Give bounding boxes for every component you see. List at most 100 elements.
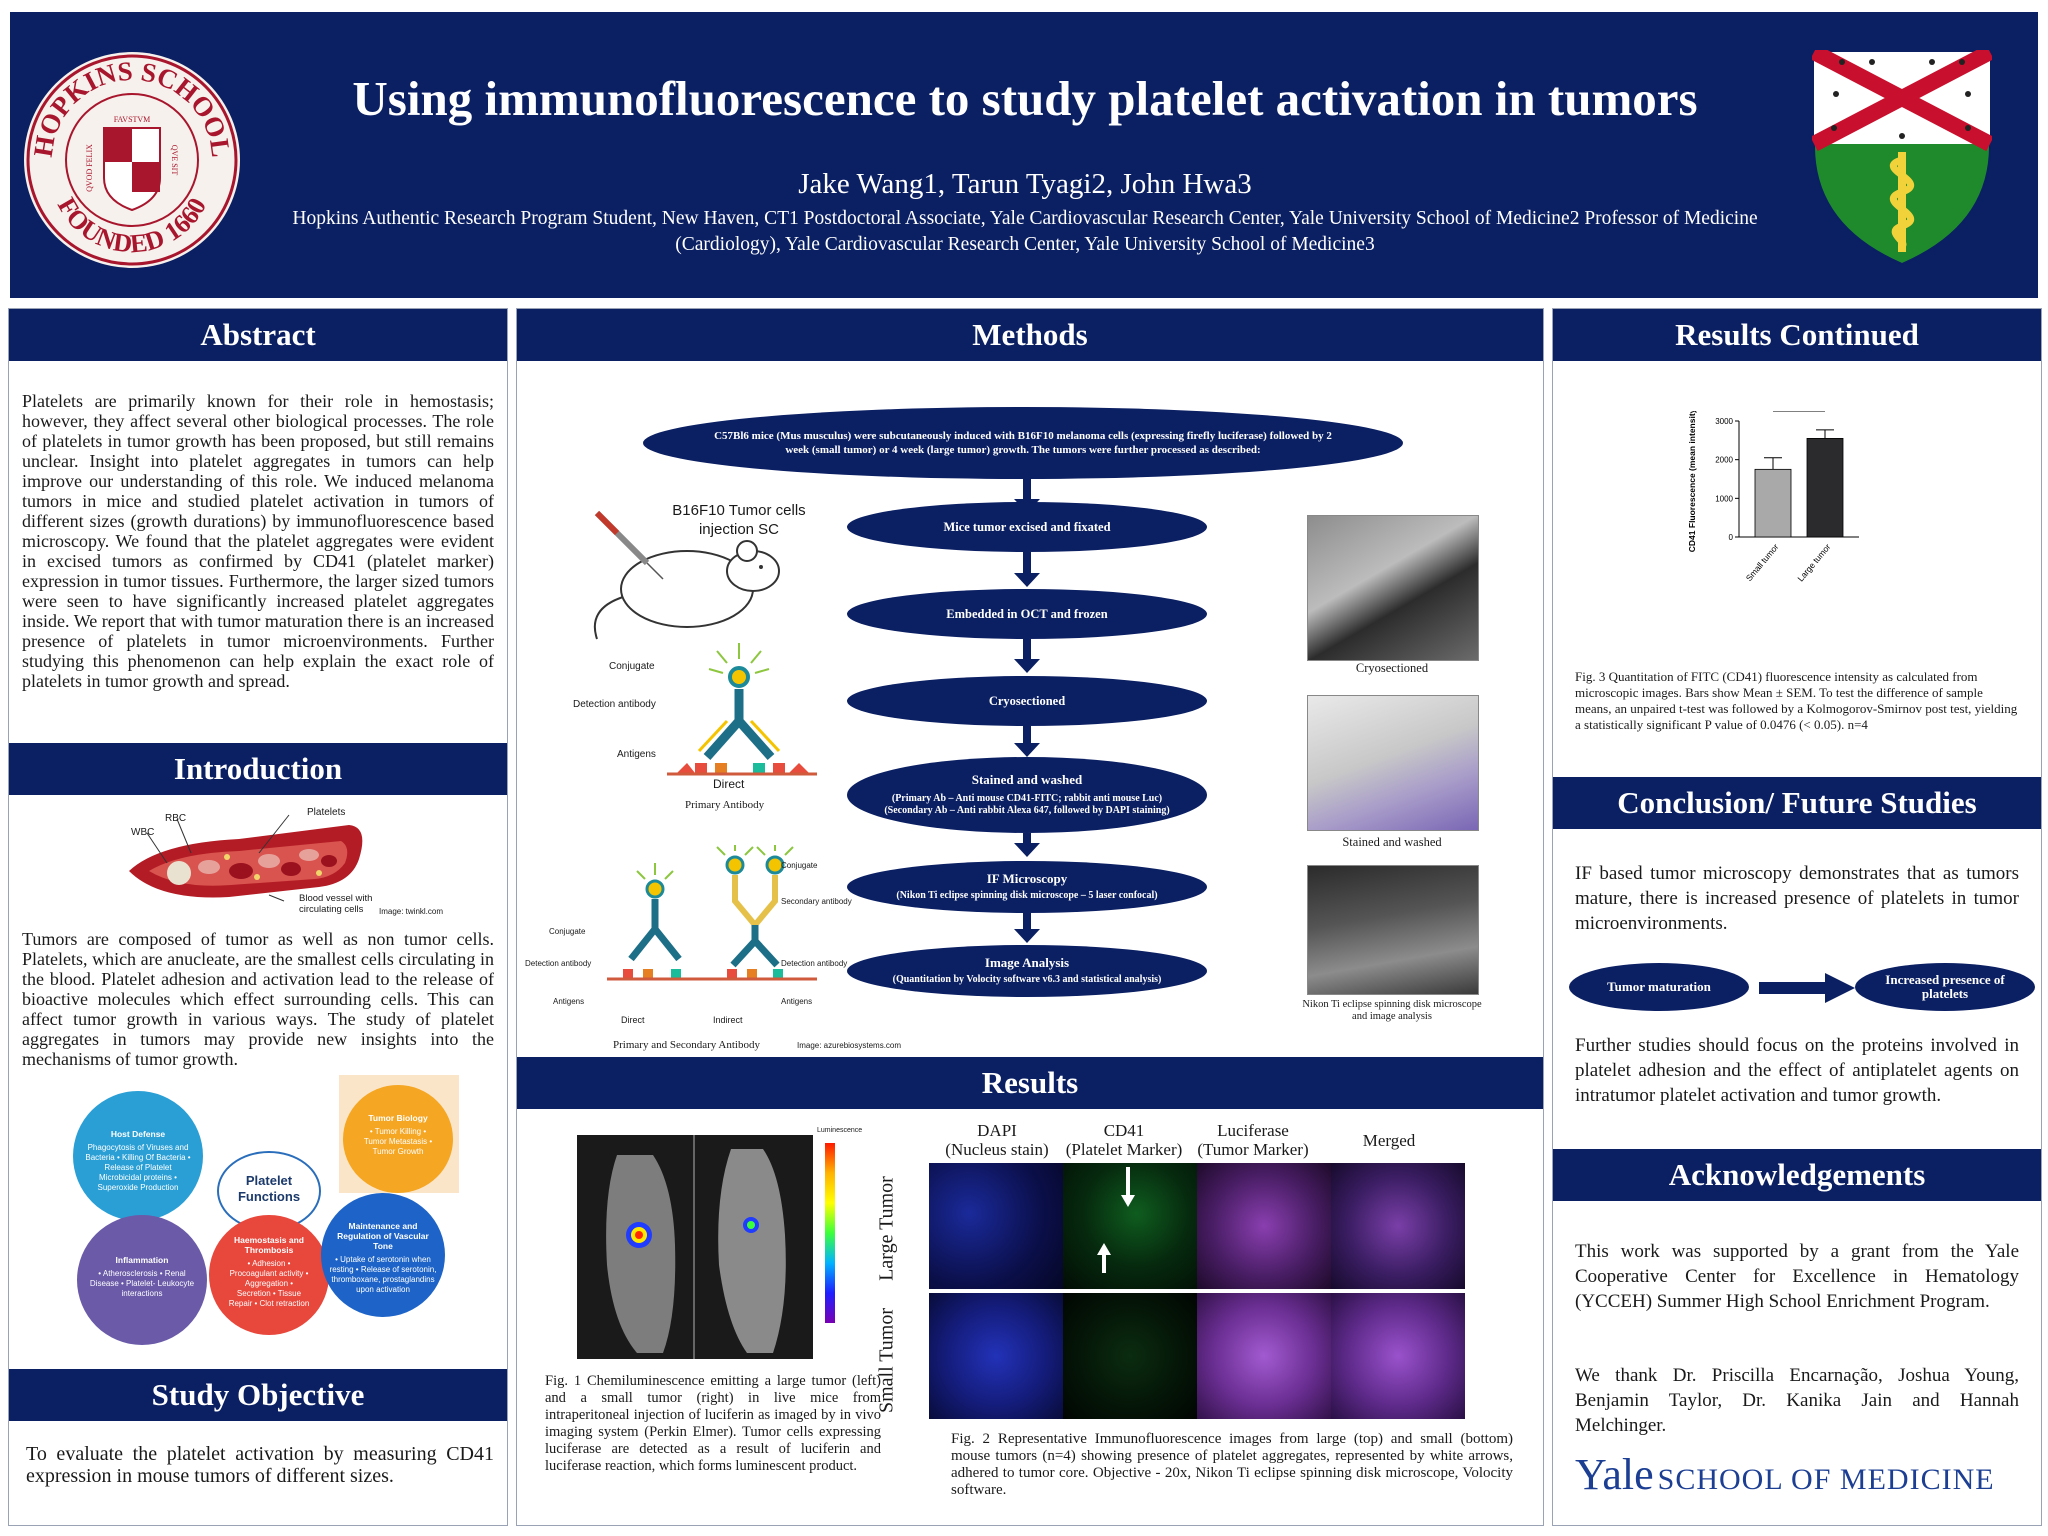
poster-title: Using immunofluorescence to study platel…: [352, 71, 1698, 126]
acknowledgements-heading: Acknowledgements: [1553, 1149, 2041, 1201]
flow-arrow-icon: [1014, 743, 1040, 757]
fig1-live-imaging: [577, 1135, 813, 1359]
flow-arrow-icon: [1014, 929, 1040, 943]
label-indirect-detection-right: Detection antibody: [781, 959, 848, 968]
results-continued-heading: Results Continued: [1553, 309, 2041, 361]
methods-step-stain: Stained and washed (Primary Ab – Anti mo…: [847, 757, 1207, 833]
acknowledgements-text-1: This work was supported by a grant from …: [1575, 1241, 2019, 1312]
caption-microscope: Nikon Ti eclipse spinning disk microscop…: [1302, 999, 1482, 1022]
abstract-text: Platelets are primarily known for their …: [22, 391, 494, 691]
white-arrow-icon: [1121, 1167, 1135, 1209]
results-heading: Results: [517, 1057, 1543, 1109]
label-indirect-conjugate-left: Conjugate: [549, 927, 586, 936]
label-primary-secondary-antibody: Primary and Secondary Antibody: [613, 1039, 760, 1051]
arrow-stem: [1023, 833, 1031, 845]
middle-column: Methods C57Bl6 mice (Mus musculus) were …: [516, 308, 1544, 1526]
bubble-tumor-biology: Tumor Biology • Tumor Killing • Tumor Me…: [343, 1085, 453, 1193]
micro-large-luciferase: [1197, 1163, 1331, 1289]
label-platelets: Platelets: [307, 807, 346, 818]
label-primary-antibody: Primary Antibody: [685, 799, 765, 811]
y-tick-label: 2000: [1715, 456, 1733, 465]
introduction-heading: Introduction: [9, 743, 507, 795]
flow-increased-platelets: Increased presence of platelets: [1855, 963, 2035, 1011]
photo-microscope: [1307, 865, 1479, 995]
introduction-text: Tumors are composed of tumor as well as …: [22, 929, 494, 1069]
label-indirect-direct: Direct: [621, 1015, 645, 1025]
conclusion-text-1: IF based tumor microscopy demonstrates t…: [1575, 863, 2019, 934]
fig3-caption: Fig. 3 Quantitation of FITC (CD41) fluor…: [1575, 669, 2018, 732]
methods-step-embed: Embedded in OCT and frozen: [847, 589, 1207, 639]
svg-text:QVE SIT: QVE SIT: [170, 145, 179, 176]
label-wbc: WBC: [131, 827, 155, 838]
fig2-col-header-luciferase: Luciferase(Tumor Marker): [1197, 1121, 1309, 1159]
study-objective-text: To evaluate the platelet activation by m…: [26, 1443, 494, 1487]
conclusion-text-2: Further studies should focus on the prot…: [1575, 1035, 2019, 1106]
bar-small-tumor: [1754, 468, 1792, 538]
micro-small-dapi: [929, 1293, 1063, 1419]
arrow-stem: [1023, 726, 1031, 746]
label-indirect-conjugate-top: Conjugate: [781, 861, 818, 870]
header-banner: [10, 12, 2038, 298]
flow-tumor-maturation: Tumor maturation: [1569, 963, 1749, 1011]
arrow-stem: [1023, 479, 1031, 501]
fig2-row-label-large: Large Tumor: [875, 1176, 898, 1281]
bubble-inflammation: Inflammation • Atherosclerosis • Renal D…: [77, 1215, 207, 1345]
label-rbc: RBC: [165, 813, 187, 824]
methods-intro-oval: C57Bl6 mice (Mus musculus) were subcutan…: [643, 407, 1403, 479]
fig2-col-header-cd41: CD41(Platelet Marker): [1065, 1121, 1183, 1159]
abstract-heading: Abstract: [9, 309, 507, 361]
label-indirect-antigens-right: Antigens: [781, 997, 813, 1006]
y-tick-label: 0: [1729, 533, 1734, 542]
y-axis-label: CD41 Fluorescence (mean intensity): [1687, 411, 1697, 552]
left-column: Abstract Platelets are primarily known f…: [8, 308, 508, 1526]
white-arrow-icon: [1097, 1243, 1111, 1273]
yale-school-of-medicine-logo: Yale SCHOOL OF MEDICINE: [1575, 1450, 1995, 1499]
bar-large-tumor: [1806, 437, 1844, 538]
label-indirect-detection-left: Detection antibody: [525, 959, 592, 968]
luminescence-scale-bar: [825, 1143, 835, 1323]
indirect-antibody-illustration: [567, 841, 867, 1005]
flow-arrow-icon: [1014, 659, 1040, 673]
label-mouse-injection: B16F10 Tumor cells injection SC: [672, 502, 806, 538]
blood-vessel-illustration: [119, 803, 419, 913]
poster-affiliations: Hopkins Authentic Research Program Stude…: [292, 208, 1758, 255]
flow-arrow-icon: [1014, 573, 1040, 587]
svg-text:FAVSTVM: FAVSTVM: [114, 115, 151, 124]
svg-text:QVOD FELIX: QVOD FELIX: [85, 144, 94, 192]
x-tick-label: Small tumor: [1744, 542, 1781, 583]
label-indirect-secondary: Secondary antibody: [781, 897, 852, 906]
bubble-vascular-tone: Maintenance and Regulation of Vascular T…: [321, 1193, 445, 1317]
platelet-functions-diagram: Host Defense Phagocytosis of Viruses and…: [59, 1075, 459, 1365]
methods-step-cryosection: Cryosectioned: [847, 676, 1207, 726]
label-direct: Direct: [713, 777, 745, 791]
label-blood-vessel: Blood vessel with circulating cells: [299, 893, 373, 915]
bubble-host-defense: Host Defense Phagocytosis of Viruses and…: [73, 1091, 203, 1221]
study-objective-heading: Study Objective: [9, 1369, 507, 1421]
acknowledgements-text-2: We thank Dr. Priscilla Encarnação, Joshu…: [1575, 1365, 2019, 1436]
methods-step-analysis: Image Analysis (Quantitation by Volocity…: [847, 945, 1207, 997]
label-direct-detection: Detection antibody: [573, 699, 656, 710]
hopkins-school-seal: HOPKINS SCHOOL FOUNDED 1660 FAVSTVM QVOD…: [22, 50, 242, 270]
fig2-col-header-dapi: DAPI(Nucleus stain): [945, 1121, 1049, 1159]
arrow-stem: [1023, 552, 1031, 576]
label-image-credit-twinkl: Image: twinkl.com: [379, 907, 444, 916]
conclusion-heading: Conclusion/ Future Studies: [1553, 777, 2041, 829]
fig2-caption: Fig. 2 Representative Immunofluorescence…: [951, 1431, 1513, 1498]
y-tick-label: 1000: [1715, 494, 1733, 503]
micro-small-merged: [1331, 1293, 1465, 1419]
luminescence-scale-label: Luminescence: [817, 1127, 863, 1134]
fig2-col-header-merged: Merged: [1362, 1131, 1416, 1150]
label-indirect-antigens-left: Antigens: [553, 997, 585, 1006]
y-tick-label: 3000: [1715, 417, 1733, 426]
flow-right-arrow-icon: [1759, 973, 1855, 1003]
arrow-stem: [1023, 639, 1031, 663]
photo-stained-washed: [1307, 695, 1479, 831]
methods-step-microscopy: IF Microscopy (Nikon Ti eclipse spinning…: [847, 861, 1207, 913]
caption-cryosectioned: Cryosectioned: [1355, 661, 1429, 675]
flow-arrow-icon: [1014, 843, 1040, 857]
arrow-stem: [1023, 913, 1031, 931]
bubble-haemostasis: Haemostasis and Thrombosis • Adhesion • …: [209, 1215, 329, 1335]
fig1-caption: Fig. 1 Chemiluminescence emitting a larg…: [545, 1373, 881, 1474]
photo-cryosectioned: [1307, 515, 1479, 661]
